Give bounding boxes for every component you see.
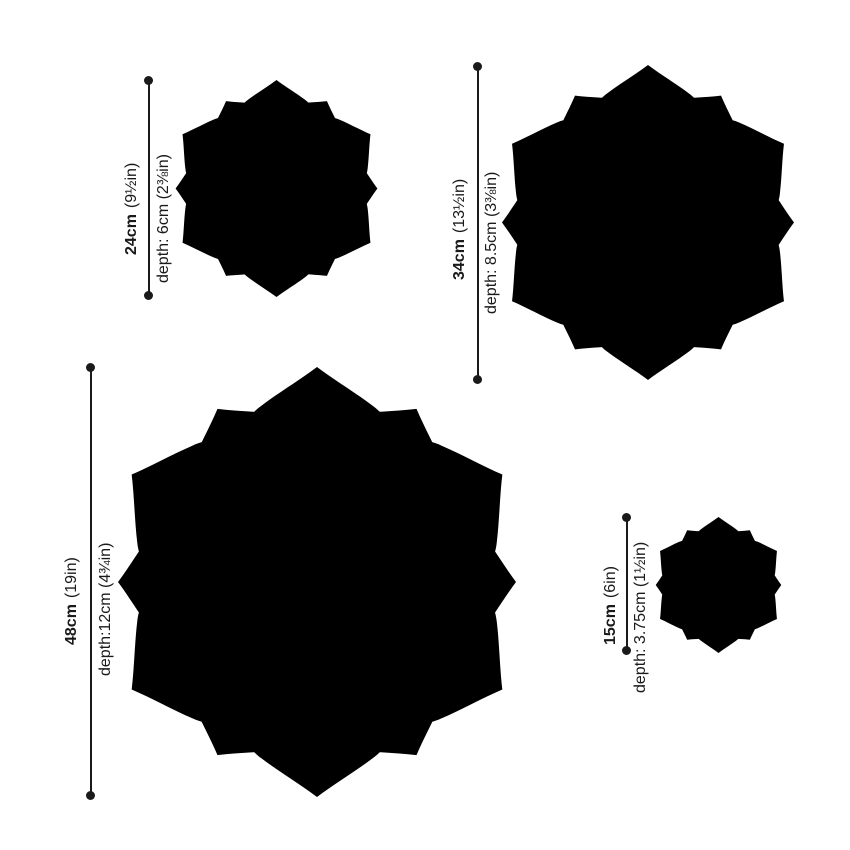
dimension-dot-top-large xyxy=(86,363,95,372)
size-metric: 48cm xyxy=(63,604,80,645)
size-imperial: (6in) xyxy=(602,566,619,599)
size-metric: 24cm xyxy=(123,214,140,255)
size-label-medium: 34cm (13½in) xyxy=(451,178,468,280)
dimension-dot-bottom-tiny xyxy=(622,646,631,655)
size-label-small: 24cm (9½in) xyxy=(123,162,140,255)
dimension-dot-top-tiny xyxy=(622,513,631,522)
size-imperial: (13½in) xyxy=(451,178,468,234)
size-metric: 34cm xyxy=(451,239,468,280)
size-metric: 15cm xyxy=(602,604,619,645)
size-imperial: (9½in) xyxy=(123,162,140,209)
dimension-dot-bottom-large xyxy=(86,791,95,800)
size-label-large: 48cm (19in) xyxy=(63,557,80,645)
dimension-dot-bottom-small xyxy=(144,291,153,300)
flower-large xyxy=(103,367,531,797)
size-label-tiny: 15cm (6in) xyxy=(602,566,619,645)
dimension-line-large xyxy=(90,367,92,795)
depth-label-tiny: depth: 3.75cm (1½in) xyxy=(632,541,649,693)
flower-small xyxy=(168,80,385,297)
dimension-line-medium xyxy=(477,66,479,380)
dimension-dot-top-small xyxy=(144,76,153,85)
dimension-dot-bottom-medium xyxy=(473,375,482,384)
dimension-line-tiny xyxy=(626,517,628,651)
size-imperial: (19in) xyxy=(63,557,80,599)
dimension-dot-top-medium xyxy=(473,62,482,71)
dimension-line-small xyxy=(148,80,150,296)
flower-medium xyxy=(491,65,805,380)
flower-tiny xyxy=(651,517,786,653)
